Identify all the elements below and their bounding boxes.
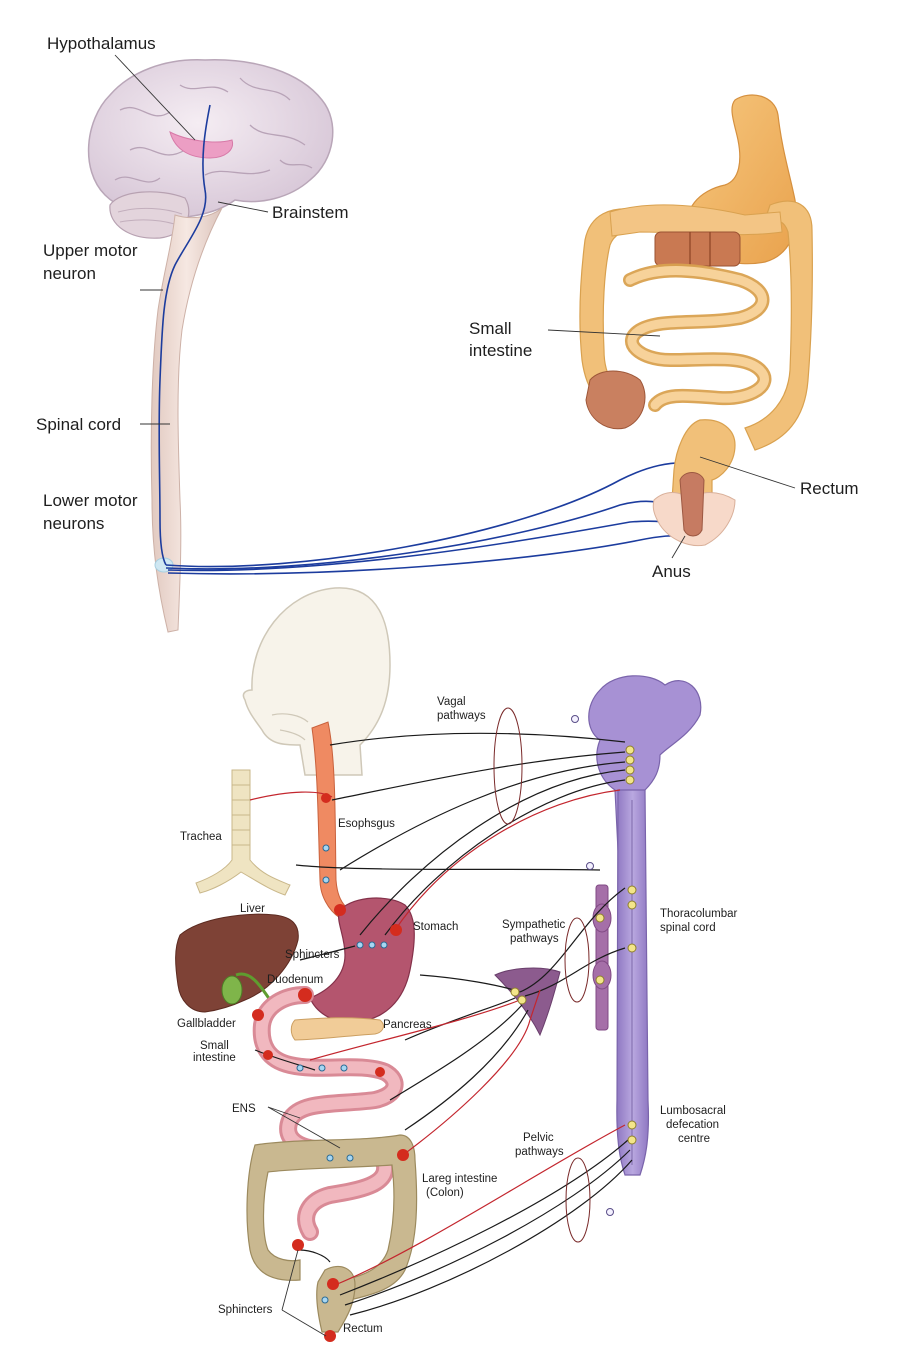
spinal-cord-bottom xyxy=(616,789,650,1176)
vagal-bundle-ellipse xyxy=(493,707,523,825)
label-upper-motor-line1: Upper motor xyxy=(43,241,138,260)
pelvic-bundle-ellipse xyxy=(565,1157,591,1243)
neuron-markers xyxy=(252,715,637,1342)
label-small-line2: intestine xyxy=(193,1052,236,1064)
label-thoraco-line1: Thoracolumbar xyxy=(660,908,738,920)
label-large-line1: Lareg intestine xyxy=(422,1173,497,1185)
label-pelvic-line1: Pelvic xyxy=(523,1132,554,1144)
label-gallbladder: Gallbladder xyxy=(177,1018,236,1030)
label-brainstem: Brainstem xyxy=(272,203,349,222)
head-outline xyxy=(242,587,391,776)
label-vagal-line2: pathways xyxy=(437,710,486,722)
label-pancreas: Pancreas xyxy=(383,1019,432,1031)
label-pelvic-line2: pathways xyxy=(515,1146,564,1158)
top-leader-lines xyxy=(114,54,796,559)
label-duodenum: Duodenum xyxy=(267,974,323,986)
sympathetic-bundle-ellipse xyxy=(564,917,590,1003)
label-rectum-bottom: Rectum xyxy=(343,1323,383,1335)
lower-motor-neuron-paths xyxy=(165,462,691,575)
liver-shape xyxy=(175,913,299,1013)
trachea-illustration xyxy=(195,769,291,896)
brain-illustration xyxy=(87,59,334,239)
spinal-cord-top xyxy=(150,207,223,633)
label-sympathetic-line2: pathways xyxy=(510,933,559,945)
label-lumbo-line1: Lumbosacral xyxy=(660,1105,726,1117)
label-spinal-cord: Spinal cord xyxy=(36,415,121,434)
label-vagal-line1: Vagal xyxy=(437,696,466,708)
label-lumbo-line2: defecation xyxy=(666,1119,719,1131)
small-intestine-top xyxy=(623,263,772,412)
label-small-intestine-line2: intestine xyxy=(469,341,532,360)
label-trachea: Trachea xyxy=(180,831,222,843)
pancreas-shape xyxy=(290,1017,384,1041)
label-lumbo-line3: centre xyxy=(678,1133,710,1145)
brainstem-bottom xyxy=(588,675,702,851)
hypothalamus-shape xyxy=(169,131,234,159)
label-sympathetic-line1: Sympathetic xyxy=(502,919,566,931)
label-rectum-top: Rectum xyxy=(800,479,859,498)
bottom-figure: Vagal pathways Trachea Esophsgus Liver S… xyxy=(175,587,738,1342)
label-hypothalamus: Hypothalamus xyxy=(47,34,156,53)
label-upper-motor-line2: neuron xyxy=(43,264,96,283)
label-small-intestine-line1: Small xyxy=(469,319,512,338)
label-sphincters-top: Sphincters xyxy=(285,949,340,961)
top-figure: Hypothalamus Brainstem Upper motor neuro… xyxy=(36,34,859,633)
label-ens: ENS xyxy=(232,1103,256,1115)
label-small-line1: Small xyxy=(200,1040,229,1052)
label-lower-motor-line2: neurons xyxy=(43,514,104,533)
label-anus: Anus xyxy=(652,562,691,581)
upper-motor-neuron-path xyxy=(158,104,211,566)
label-thoraco-line2: spinal cord xyxy=(660,922,716,934)
bottom-leader-lines xyxy=(267,1106,341,1337)
label-sphincters-bottom: Sphincters xyxy=(218,1304,273,1316)
nerve-pathways xyxy=(249,732,633,1316)
label-large-line2: (Colon) xyxy=(426,1187,464,1199)
label-liver: Liver xyxy=(240,903,265,915)
label-stomach: Stomach xyxy=(413,921,458,933)
label-esophagus: Esophsgus xyxy=(338,818,395,830)
label-lower-motor-line1: Lower motor xyxy=(43,491,138,510)
rectum-bottom-shape xyxy=(316,1265,356,1333)
